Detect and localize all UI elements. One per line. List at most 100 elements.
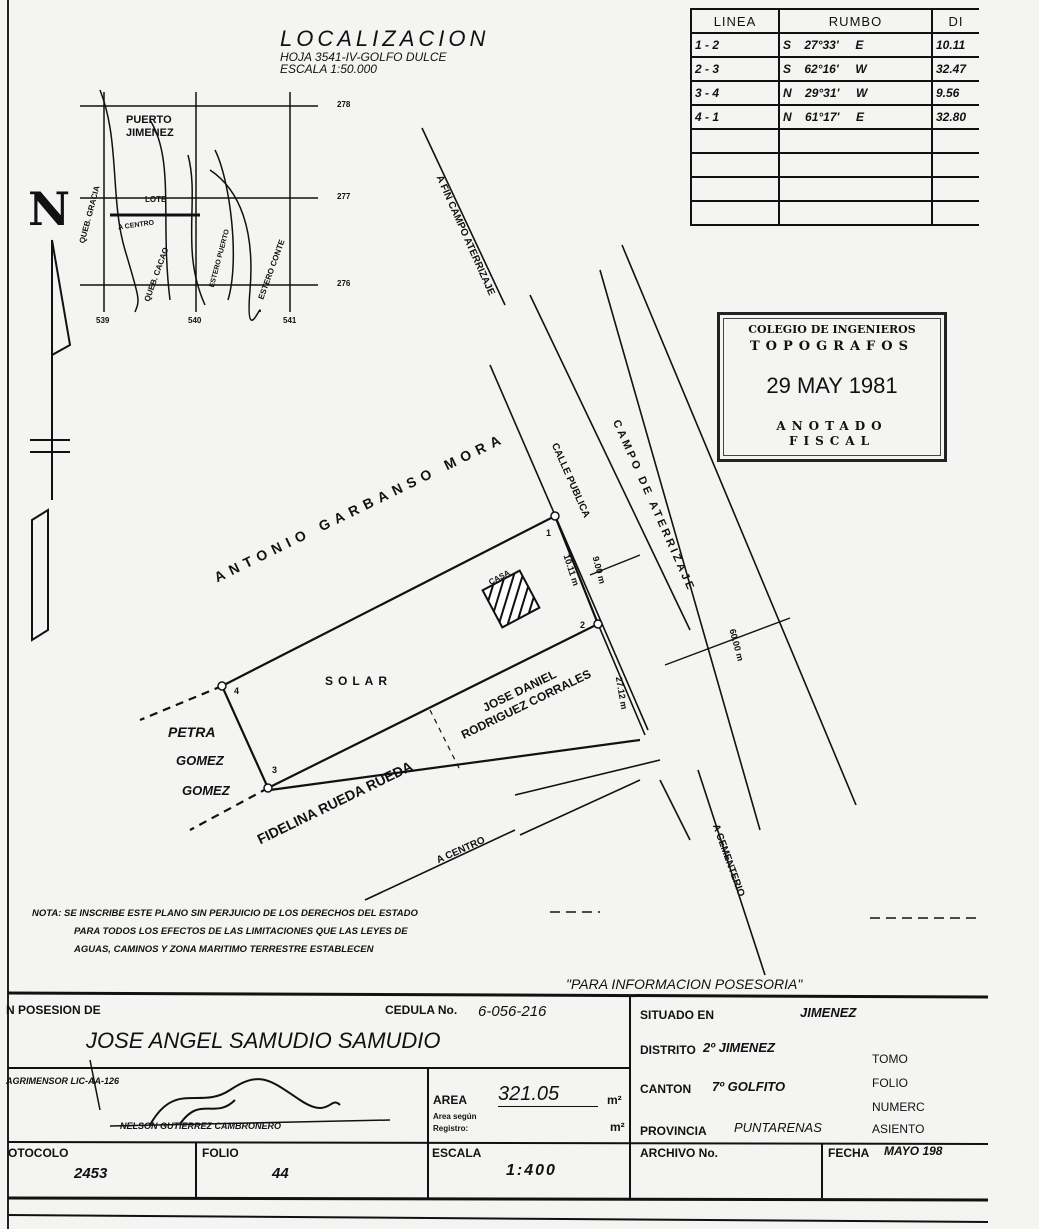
provincia-label: PROVINCIA [640,1124,707,1138]
label-solar: SOLAR [325,674,392,688]
cell-dir1: N [783,86,792,100]
escala-label: ESCALA [432,1146,482,1160]
cell-dist: 32.47 [931,56,979,82]
distrito-label: DISTRITO [640,1043,696,1057]
owner-west-2: GOMEZ [176,753,224,768]
situado-label: SITUADO EN [640,1008,715,1022]
protocolo-label: OTOCOLO [8,1146,69,1160]
grid-label: 539 [96,316,110,325]
owner-name: JOSE ANGEL SAMUDIO SAMUDIO [86,1028,441,1053]
folio-label-right: FOLIO [872,1076,909,1090]
asiento-label: ASIENTO [872,1122,925,1136]
map-place-label: PUERTO JIMENEZ [126,114,174,139]
location-map [80,89,318,321]
registry-stamp: COLEGIO DE INGENIEROS TOPOGRAFOS 29 MAY … [717,312,947,462]
table-row: 1 - 2 S 27°33' E 10.11 [690,32,979,58]
cell-dist: 10.11 [931,32,979,58]
canton-value: 7º GOLFITO [712,1079,786,1094]
title-block-grid [7,991,989,1202]
canton-label: CANTON [640,1082,692,1096]
fecha-label: FECHA [828,1146,870,1160]
house-hatch [481,569,541,629]
cell-dir1: S [783,62,792,76]
col-linea: LINEA [690,8,780,34]
stamp-line2: TOPOGRAFOS [749,339,915,354]
distrito-value: 2º JIMENEZ [703,1040,775,1055]
roads [364,127,857,976]
rumbo-table: LINEA RUMBO DI 1 - 2 S 27°33' E 10.11 2 … [690,8,979,226]
table-row [690,200,979,226]
grid-label: 276 [337,279,351,288]
stamp-line3: ANOTADO [776,419,888,433]
cell-angle: 61°17' [805,110,840,124]
tomo-label: TOMO [872,1052,908,1066]
cell-dir2: W [856,86,868,100]
agrimensor-label: AGRIMENSOR LIC-AA-126 [6,1076,120,1086]
numero-label: NUMERC [872,1100,925,1114]
localizacion-title: LOCALIZACION [280,26,490,51]
area-reg-unit: m² [610,1120,625,1134]
cell-dist: 9.56 [931,80,979,106]
dimension-lines [589,554,791,666]
cell-dir2: E [856,110,865,124]
vertex-label: 3 [272,765,278,775]
folio-value: 44 [272,1165,289,1182]
folio-label: FOLIO [202,1146,239,1160]
situado-value: JIMENEZ [800,1005,857,1020]
informacion-posesoria: "PARA INFORMACION POSESORIA" [566,976,803,992]
table-row [690,152,979,178]
grid-label: 277 [337,192,351,201]
cell-dir1: S [783,38,792,52]
north-label: N [28,182,71,236]
owner-west-1: PETRA [168,724,216,740]
nota-line1: NOTA: SE INSCRIBE ESTE PLANO SIN PERJUIC… [32,908,418,919]
grid-label: 278 [337,100,351,109]
area-unit: m² [607,1093,622,1107]
posesion-label: N POSESION DE [6,1003,101,1017]
cell-angle: 62°16' [804,62,839,76]
cell-dir2: W [855,62,867,76]
col-dist: DI [931,8,979,34]
stamp-line4: FISCAL [788,434,876,448]
fecha-value: MAYO 198 [884,1144,943,1158]
escala-value: 1:400 [506,1162,557,1179]
protocolo-value: 2453 [74,1165,108,1182]
localizacion-escala: ESCALA 1:50.000 [280,62,377,76]
table-row: 2 - 3 S 62°16' W 32.47 [690,56,979,82]
cell-linea: 1 - 2 [690,32,780,58]
cell-linea: 2 - 3 [690,56,780,82]
area-value: 321.05 [498,1083,598,1107]
cedula-value: 6-056-216 [478,1003,547,1020]
nota-line3: AGUAS, CAMINOS Y ZONA MARITIMO TERRESTRE… [74,944,374,955]
cell-angle: 29°31' [805,86,840,100]
area-reg-label: Area según [433,1112,477,1121]
area-label: AREA [433,1093,468,1107]
table-row [690,176,979,202]
cell-dir2: E [855,38,864,52]
table-row: 4 - 1 N 61°17' E 32.80 [690,104,979,130]
vertex-label: 2 [580,620,586,630]
cell-dist: 32.80 [931,104,979,130]
owner-west-3: GOMEZ [182,783,230,798]
vertex-label: 1 [546,528,552,538]
nota-line2: PARA TODOS LOS EFECTOS DE LAS LIMITACION… [74,926,408,937]
cell-linea: 4 - 1 [690,104,780,130]
table-row: 3 - 4 N 29°31' W 9.56 [690,80,979,106]
north-arrow [30,239,72,642]
grid-label: 540 [188,316,202,325]
area-reg-label: Registro: [433,1124,469,1133]
map-lote-label: LOTE [145,195,167,204]
agrimensor-name: NELSON GUTIERREZ CAMBRONERO [120,1121,282,1131]
stamp-date: 29 MAY 1981 [766,373,898,398]
cedula-label: CEDULA No. [385,1003,458,1017]
cell-linea: 3 - 4 [690,80,780,106]
provincia-value: PUNTARENAS [734,1120,822,1135]
grid-label: 541 [283,316,297,325]
localizacion-hoja: HOJA 3541-IV-GOLFO DULCE [280,50,447,64]
col-rumbo: RUMBO [778,8,933,34]
cell-dir1: N [783,110,792,124]
vertex-label: 4 [234,686,240,696]
cell-angle: 27°33' [804,38,839,52]
table-row [690,128,979,154]
